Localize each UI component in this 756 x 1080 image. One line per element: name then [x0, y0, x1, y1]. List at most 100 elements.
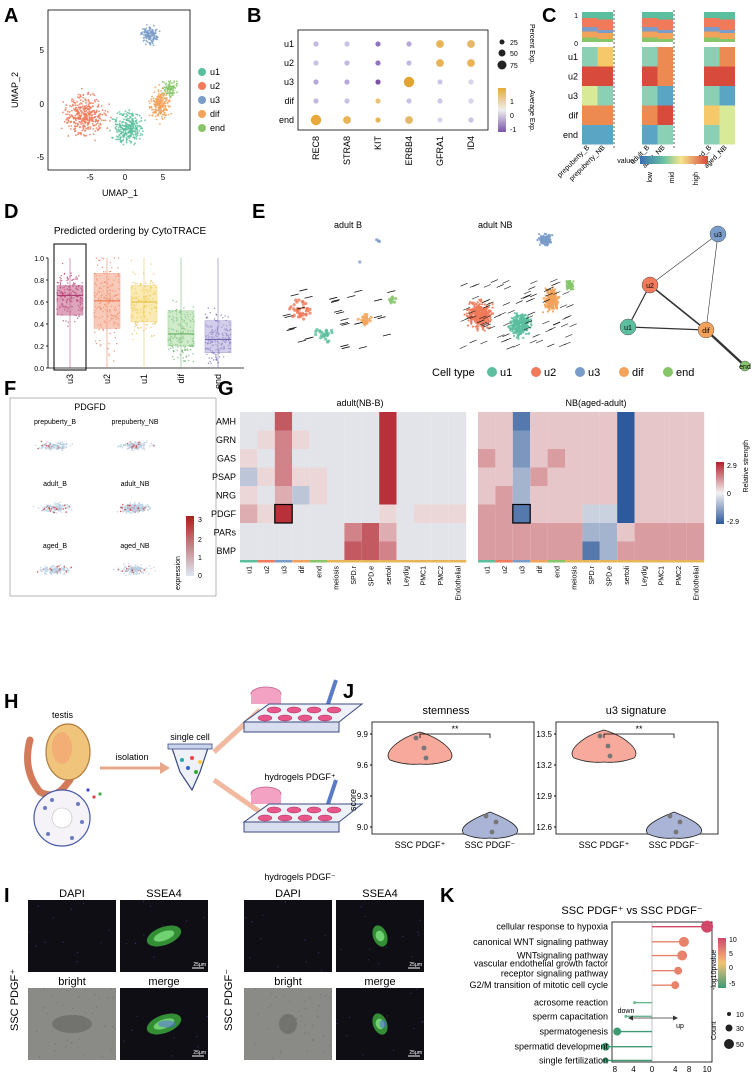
umap-point: [132, 125, 134, 127]
boxplot-point: [77, 278, 78, 279]
dotplot-point: [313, 98, 318, 103]
umap-point: [92, 128, 94, 130]
umap-point: [62, 101, 64, 103]
umap-point: [112, 137, 114, 139]
violin-point: [414, 736, 419, 741]
umap-point: [65, 114, 67, 116]
heatmap-g-cell: [582, 468, 599, 487]
violin-frame: [372, 722, 534, 834]
velocity-point: [523, 322, 525, 324]
panel-a: A UMAP_2 UMAP_1 -5 0 5 5 0 -5 u1 u2 u3 d…: [4, 5, 225, 198]
heatmap-g-cell: [431, 468, 448, 487]
umap-point: [85, 102, 87, 104]
violin-point: [490, 830, 495, 835]
spatial-spot: [145, 506, 147, 508]
spatial-spot: [48, 444, 50, 446]
heatmap-g-cell: [327, 449, 344, 468]
spatial-spot: [63, 444, 65, 446]
boxplot-point: [177, 350, 178, 351]
spatial-spot: [47, 567, 49, 569]
heatmap-g-cell: [344, 468, 361, 487]
boxplot-point: [152, 282, 153, 283]
spatial-sample-label: aged_NB: [120, 543, 150, 550]
velocity-point: [522, 337, 524, 339]
velocity-point: [473, 302, 475, 304]
boxplot-point: [209, 357, 210, 358]
velocity-point: [488, 309, 490, 311]
spatial-spot: [62, 569, 64, 571]
spatial-spot: [35, 444, 37, 446]
heatmap-g-cell: [513, 468, 530, 487]
umap-point: [168, 88, 170, 90]
heatmap-g-cell: [414, 412, 431, 431]
boxplot-point: [206, 354, 207, 355]
spatial-spot: [41, 510, 43, 512]
velocity-arrow: [502, 280, 509, 283]
spatial-spot: [71, 567, 73, 569]
heatmap-g-cell: [362, 505, 379, 524]
heatmap-g-cell: [565, 542, 582, 561]
heatmap-g-cell: [687, 486, 704, 505]
velocity-arrow: [560, 305, 567, 308]
boxplot-point: [173, 350, 174, 351]
heatmap-g-cell: [530, 431, 547, 450]
velocity-point: [514, 319, 516, 321]
size-legend-title: Percent Exp.: [528, 24, 535, 64]
legend-label: u2: [210, 81, 220, 91]
velocity-point: [553, 299, 555, 301]
spatial-spot: [120, 511, 122, 513]
heatmap-g-cell: [292, 412, 309, 431]
plate-well: [287, 807, 301, 813]
umap-point: [94, 130, 96, 132]
heatmap-c-cell: [598, 47, 614, 67]
umap-point: [156, 119, 158, 121]
umap-xtick: -5: [86, 173, 94, 182]
heatmap-g-row-label: GRN: [216, 435, 236, 445]
velocity-point: [469, 314, 471, 316]
velocity-point: [570, 287, 572, 289]
umap-point: [148, 100, 150, 102]
heatmap-c-topbar: [598, 33, 614, 39]
velocity-point: [484, 303, 486, 305]
spatial-spot: [54, 505, 56, 507]
legend-label: u1: [210, 67, 220, 77]
spatial-spot: [135, 573, 137, 575]
boxplot-point: [113, 360, 114, 361]
heatmap-g-cell: [513, 505, 530, 524]
umap-point: [165, 107, 167, 109]
spatial-spot: [137, 448, 139, 450]
heatmap-g-cell: [669, 505, 686, 524]
legend-label: end: [210, 123, 225, 133]
umap-point: [80, 132, 82, 134]
velocity-arrow: [533, 334, 540, 337]
spatial-spot: [42, 509, 44, 511]
heatmap-c-cell: [582, 106, 598, 126]
velocity-point: [485, 311, 487, 313]
heatmap-g-cell: [292, 523, 309, 542]
umap-point: [151, 29, 153, 31]
boxplot-point: [118, 257, 119, 258]
spatial-spot: [44, 510, 46, 512]
velocity-arrow: [565, 334, 572, 337]
spatial-spot: [119, 445, 121, 447]
spatial-spot: [130, 509, 132, 511]
spatial-spot: [54, 566, 56, 568]
boxplot-point: [154, 335, 155, 336]
heatmap-g-col-label: u2: [264, 566, 271, 574]
spatial-spot: [136, 443, 138, 445]
heatmap-g-cell: [362, 412, 379, 431]
velocity-point: [466, 313, 468, 315]
heatmap-g-col-label: dif: [537, 566, 544, 573]
boxplot-point: [95, 341, 96, 342]
umap-point: [139, 138, 141, 140]
velocity-arrow: [472, 296, 479, 299]
heatmap-g-cell: [327, 431, 344, 450]
heatmap-g-cell: [379, 542, 396, 561]
velocity-point: [524, 318, 526, 320]
boxplot-point: [73, 279, 74, 280]
boxplot-box: [168, 311, 194, 346]
umap-point: [75, 109, 77, 111]
umap-point: [161, 118, 163, 120]
